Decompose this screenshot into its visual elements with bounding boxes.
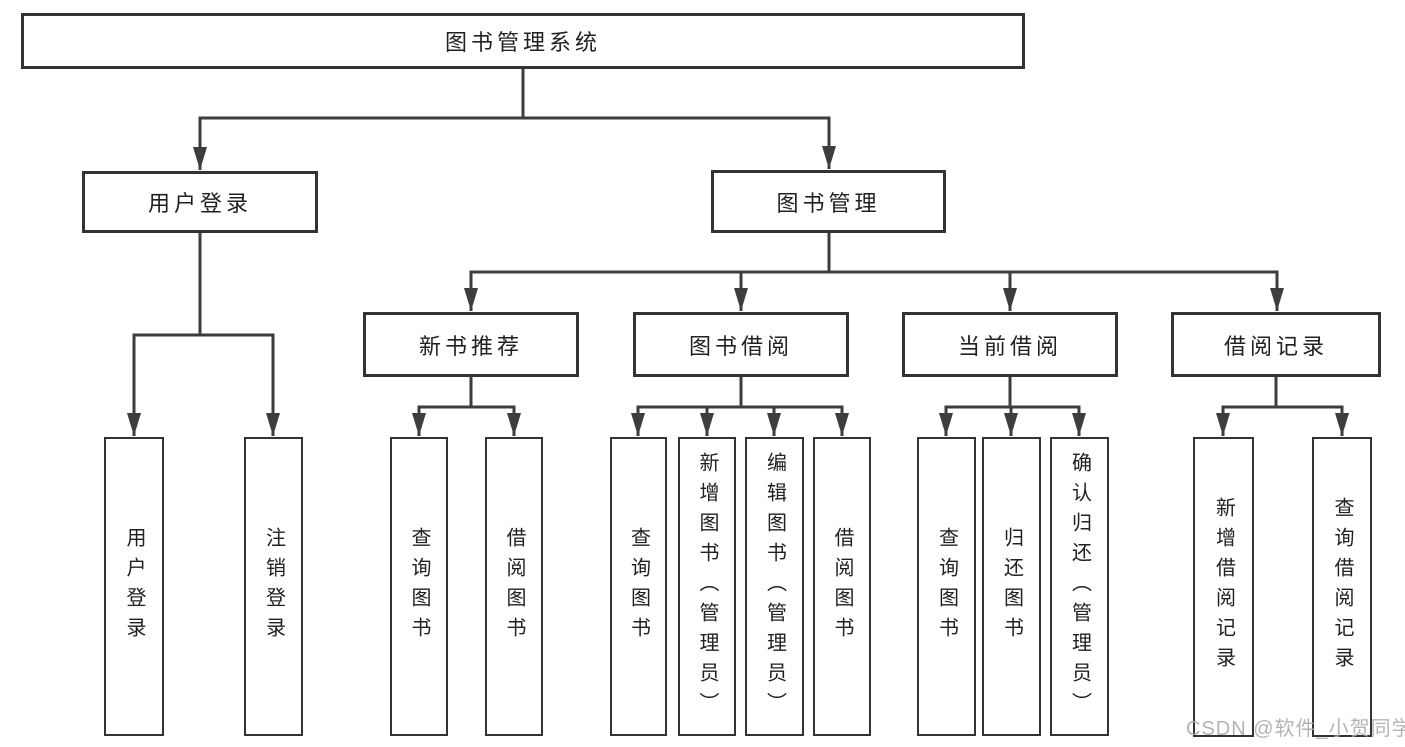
node-book-management: 图书管理 [711, 170, 946, 233]
leaf-return-book: 归还图书 [982, 437, 1041, 736]
node-current-borrow: 当前借阅 [902, 312, 1118, 377]
leaf-edit-book-admin: 编辑图书（管理员） [745, 437, 804, 736]
csdn-watermark: CSDN @软件_小贺同学 [1186, 718, 1405, 740]
node-borrow-records: 借阅记录 [1171, 312, 1381, 377]
node-user-login: 用户登录 [82, 171, 318, 233]
edge-bookborrow-to-add-book [700, 377, 743, 436]
node-new-book-recommend: 新书推荐 [363, 312, 579, 377]
leaf-query-books-borrow: 查询图书 [610, 437, 667, 736]
edge-currentborrow-to-query-books [939, 377, 1012, 436]
leaf-confirm-return-admin: 确认归还（管理员） [1050, 437, 1109, 736]
edge-currentborrow-to-confirm-return [1008, 377, 1086, 436]
edge-records-to-add-record [1216, 377, 1278, 436]
edge-records-to-query-record [1274, 377, 1349, 436]
edge-userlogin-to-leaf-user-login [127, 233, 202, 436]
leaf-query-borrow-record: 查询借阅记录 [1312, 437, 1372, 737]
leaf-query-books-current: 查询图书 [917, 437, 976, 736]
node-root-library-system: 图书管理系统 [21, 13, 1025, 69]
leaf-add-book-admin: 新增图书（管理员） [678, 437, 736, 736]
edge-bookmgmt-to-borrow-records [827, 233, 1284, 311]
edge-newbook-to-borrow-books [469, 377, 521, 436]
leaf-user-login: 用户登录 [104, 437, 164, 736]
edge-root-to-book-management [521, 69, 836, 169]
edge-root-to-user-login [193, 69, 525, 170]
edge-bookborrow-to-borrow-books [739, 377, 849, 436]
leaf-logout: 注销登录 [244, 437, 303, 736]
node-book-borrow: 图书借阅 [633, 312, 849, 377]
leaf-borrow-books-recommend: 借阅图书 [485, 437, 543, 736]
leaf-query-books-recommend: 查询图书 [390, 437, 448, 736]
leaf-add-borrow-record: 新增借阅记录 [1193, 437, 1254, 737]
edge-bookmgmt-to-book-borrow [734, 233, 831, 311]
edge-newbook-to-query-books [412, 377, 473, 436]
leaf-borrow-books: 借阅图书 [813, 437, 871, 736]
edge-userlogin-to-leaf-logout [198, 233, 280, 436]
